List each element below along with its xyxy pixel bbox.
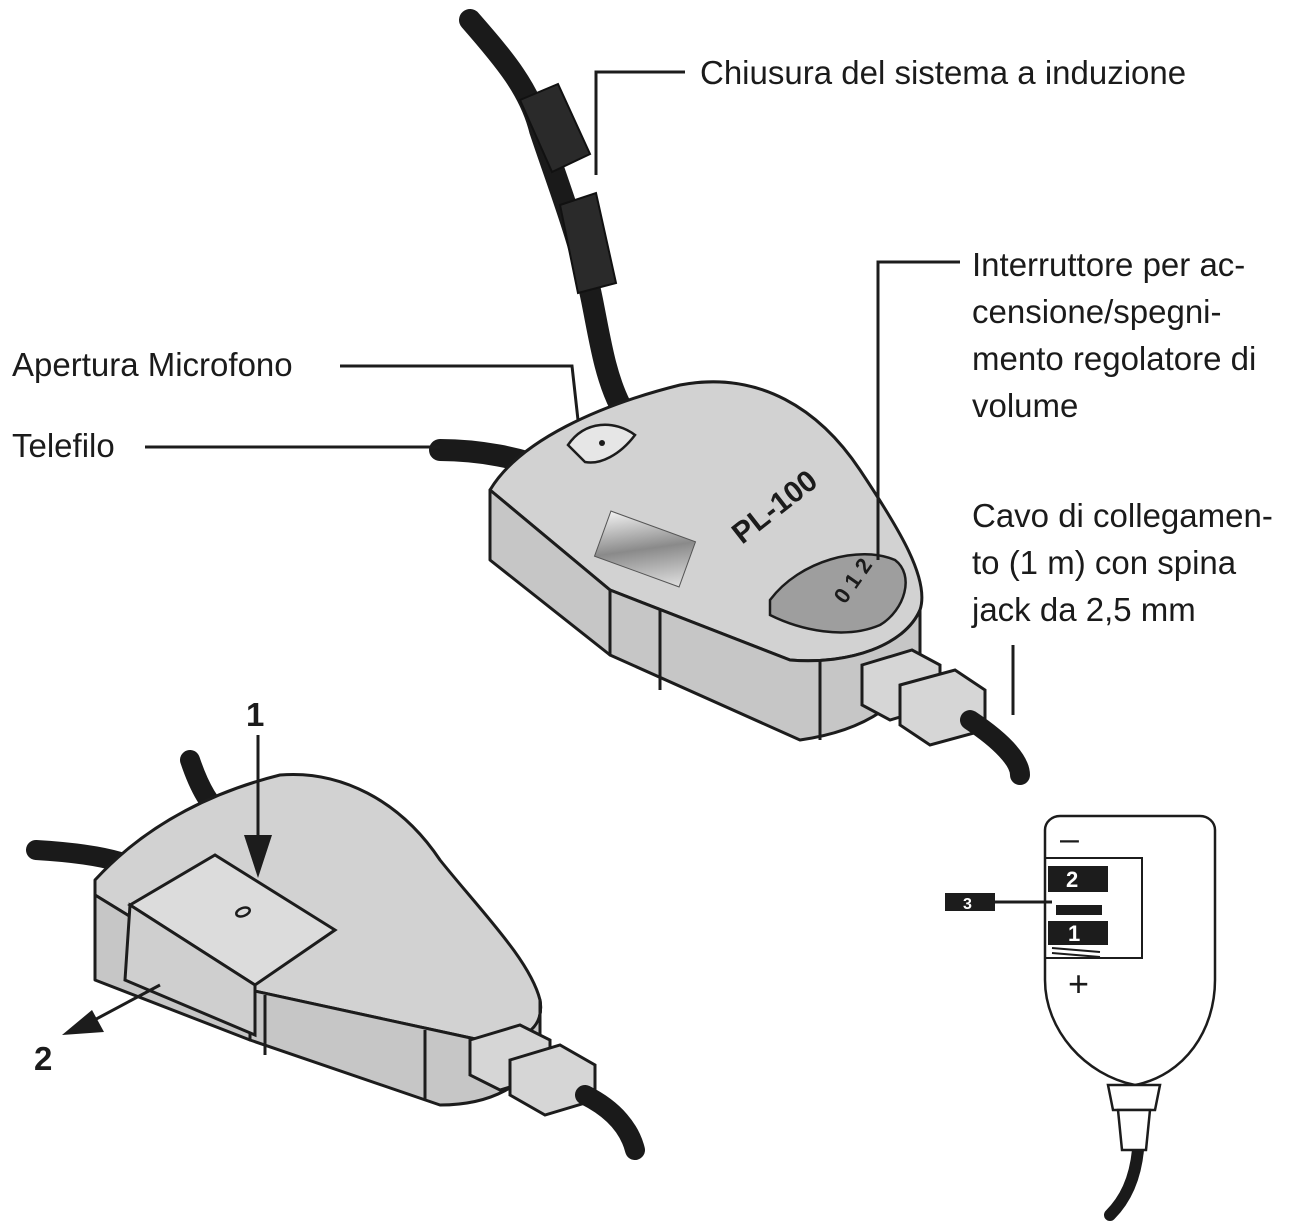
brand-sticker bbox=[593, 510, 697, 588]
battery-spring-icon bbox=[1051, 947, 1101, 958]
remote-neck bbox=[1106, 1083, 1162, 1112]
induction-closure-1 bbox=[518, 82, 592, 174]
battery-contact-middle bbox=[1056, 905, 1102, 915]
battery-slot-1 bbox=[1048, 921, 1108, 945]
battery-cover-hole-icon bbox=[235, 906, 251, 918]
induction-closure-2 bbox=[558, 191, 618, 295]
switch-label-line-4: volume bbox=[972, 387, 1078, 424]
battery-compartment bbox=[1044, 857, 1143, 959]
arrow-2-label: 2 bbox=[34, 1040, 52, 1077]
cable-label: Cavo di collegamen- to (1 m) con spina j… bbox=[971, 497, 1273, 628]
switch-label-line-1: Interruttore per ac- bbox=[972, 246, 1245, 283]
switch-label-line-2: censione/spegni- bbox=[972, 293, 1222, 330]
switch-label-line-3: mento regolatore di bbox=[972, 340, 1256, 377]
bottom-connection-cable bbox=[575, 1085, 645, 1160]
switch-leader bbox=[876, 260, 960, 560]
remote-stem bbox=[1116, 1108, 1152, 1152]
switch-label: Interruttore per ac- censione/spegni- me… bbox=[972, 246, 1256, 424]
arrow-2-head-icon bbox=[62, 1010, 104, 1035]
top-jack-body bbox=[898, 668, 987, 747]
telefilo-label: Telefilo bbox=[12, 427, 115, 464]
arrow-1-label: 1 bbox=[246, 696, 264, 733]
closure-leader bbox=[594, 70, 685, 175]
microphone-hole-icon bbox=[599, 440, 605, 446]
battery-slot-2 bbox=[1048, 866, 1108, 892]
microphone-label: Apertura Microfono bbox=[12, 346, 293, 383]
microphone-leader bbox=[340, 364, 580, 421]
connection-cable bbox=[960, 710, 1030, 785]
remote-cable bbox=[1104, 1144, 1144, 1221]
closure-label: Chiusura del sistema a induzione bbox=[700, 54, 1186, 91]
cable-label-line-2: to (1 m) con spina bbox=[972, 544, 1237, 581]
bottom-cable-left bbox=[26, 840, 130, 872]
cable-label-line-1: Cavo di collegamen- bbox=[972, 497, 1273, 534]
remote-minus-label: – bbox=[1060, 820, 1079, 858]
remote-plus-label: + bbox=[1068, 963, 1089, 1004]
cable-label-line-3: jack da 2,5 mm bbox=[971, 591, 1196, 628]
tag-3-box bbox=[945, 893, 995, 911]
battery-cover-front bbox=[123, 902, 257, 1038]
battery-slot-2-label: 2 bbox=[1066, 867, 1078, 892]
volume-switch bbox=[768, 553, 907, 634]
battery-slot-1-label: 1 bbox=[1068, 921, 1080, 946]
arrow-2-shaft bbox=[84, 983, 161, 1027]
tag-3-label: 3 bbox=[963, 896, 972, 913]
arrow-1-head-icon bbox=[244, 835, 272, 878]
